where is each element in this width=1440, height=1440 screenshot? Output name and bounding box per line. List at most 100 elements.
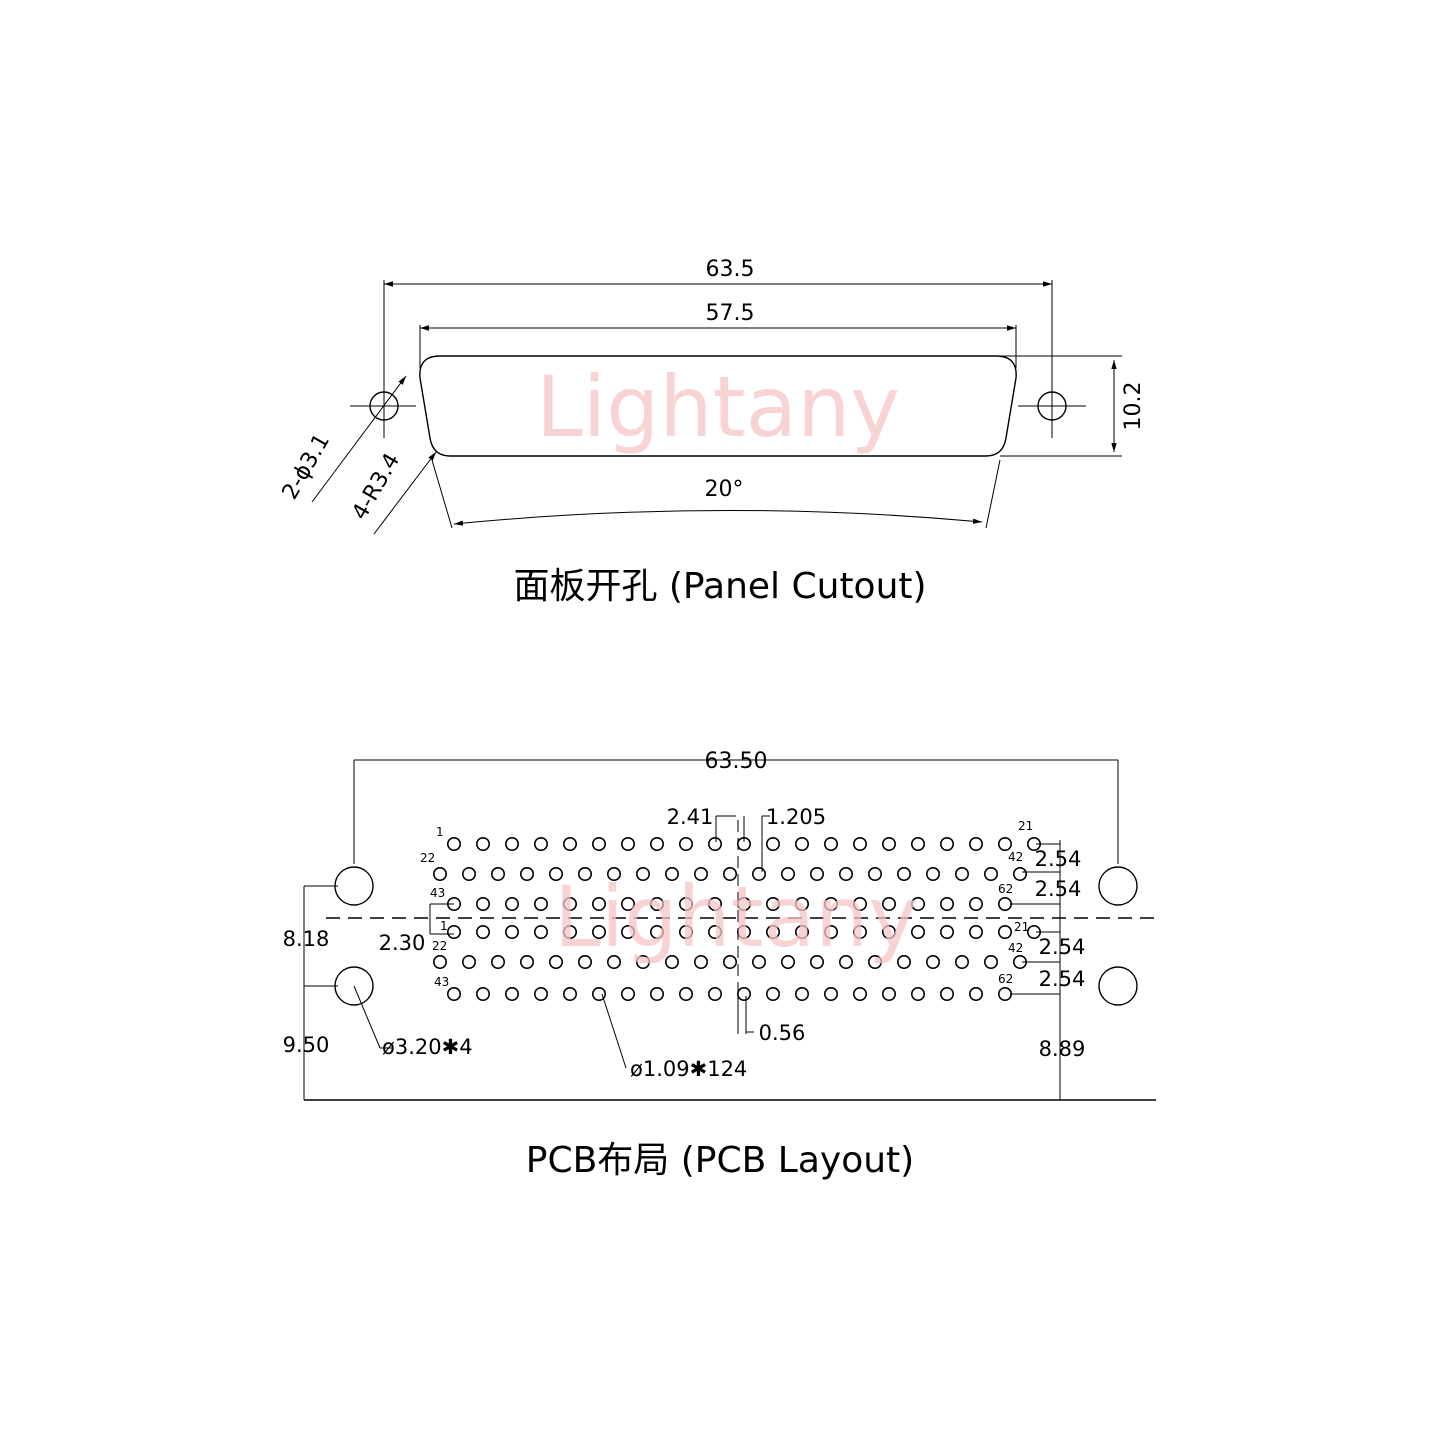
pin-hole	[678, 896, 693, 911]
pin-hole	[765, 836, 780, 851]
pin-hole	[533, 896, 548, 911]
pin-hole	[620, 986, 635, 1001]
pcb-dim-offset: 0.56	[759, 1021, 806, 1045]
pin-hole	[519, 954, 534, 969]
pin-hole	[562, 986, 577, 1001]
panel-dim-holes: 2-ϕ3.1	[278, 430, 335, 504]
pin-hole	[722, 866, 737, 881]
pin-hole	[591, 924, 606, 939]
pcb-dim-overall: 63.50	[705, 749, 768, 774]
pin-hole	[707, 924, 722, 939]
panel-dim-angle: 20°	[705, 477, 744, 502]
pin-hole	[765, 986, 780, 1001]
pcb-dim-row-pitch: 2.54	[1035, 877, 1082, 901]
pin-hole	[678, 836, 693, 851]
pin-hole	[823, 986, 838, 1001]
pin-hole	[983, 866, 998, 881]
pin-hole	[794, 924, 809, 939]
pin-hole	[910, 896, 925, 911]
pin-hole	[1012, 866, 1027, 881]
pin-hole	[852, 836, 867, 851]
pcb-dim-pin-holes: ø1.09✱124	[630, 1057, 747, 1081]
pin-hole	[707, 836, 722, 851]
pin-hole	[968, 836, 983, 851]
pin-hole	[678, 986, 693, 1001]
pin-hole	[765, 896, 780, 911]
pin-hole	[461, 866, 476, 881]
panel-cutout-view: 63.5 57.5 10.2 2-ϕ3.1 4-R3.4	[278, 257, 1146, 607]
pin-hole	[910, 836, 925, 851]
pin-hole	[707, 896, 722, 911]
pin-hole	[475, 896, 490, 911]
pin-label: 21	[1014, 920, 1029, 934]
pin-hole	[852, 986, 867, 1001]
pin-hole	[751, 866, 766, 881]
panel-dim-overall: 63.5	[706, 257, 755, 282]
panel-watermark: Lightany	[536, 358, 900, 456]
pin-hole	[751, 954, 766, 969]
pin-hole	[939, 896, 954, 911]
pin-hole	[649, 924, 664, 939]
pin-hole	[881, 924, 896, 939]
panel-dim-height: 10.2	[1121, 382, 1146, 431]
pin-hole	[635, 866, 650, 881]
pin-hole	[736, 896, 751, 911]
pin-hole	[809, 866, 824, 881]
pin-hole	[446, 924, 461, 939]
pin-hole	[997, 896, 1012, 911]
pin-hole	[562, 896, 577, 911]
pin-hole	[504, 924, 519, 939]
pin-hole	[896, 954, 911, 969]
pin-hole	[939, 836, 954, 851]
pin-hole	[780, 866, 795, 881]
pin-hole	[591, 986, 606, 1001]
pin-hole	[620, 896, 635, 911]
pcb-dim-row-pitch: 2.54	[1039, 935, 1086, 959]
pin-label: 1	[436, 825, 444, 839]
pin-hole	[577, 866, 592, 881]
pin-hole	[867, 954, 882, 969]
pin-hole	[707, 986, 722, 1001]
pcb-caption: PCB布局 (PCB Layout)	[526, 1140, 914, 1181]
pin-hole	[968, 986, 983, 1001]
pin-hole	[954, 866, 969, 881]
pin-hole	[794, 986, 809, 1001]
pin-hole	[997, 924, 1012, 939]
pcb-dim-pitch-b: 1.205	[766, 805, 826, 829]
pin-label: 62	[998, 882, 1013, 896]
pin-hole	[504, 836, 519, 851]
pin-hole	[925, 866, 940, 881]
pin-hole	[794, 896, 809, 911]
pin-hole	[562, 836, 577, 851]
pin-label: 22	[432, 939, 447, 953]
pin-hole	[591, 896, 606, 911]
pin-hole	[475, 924, 490, 939]
pin-hole	[620, 836, 635, 851]
pin-hole	[504, 986, 519, 1001]
pin-hole	[664, 954, 679, 969]
panel-right-hole	[1018, 372, 1086, 438]
pcb-mount-hole	[1098, 866, 1138, 906]
pin-hole	[881, 896, 896, 911]
pin-hole	[780, 954, 795, 969]
pin-label: 42	[1008, 941, 1023, 955]
pin-hole	[533, 924, 548, 939]
pcb-dim-row-offset: 2.30	[379, 931, 426, 955]
pin-hole	[577, 954, 592, 969]
pin-hole	[562, 924, 577, 939]
pin-label: 42	[1008, 850, 1023, 864]
pin-hole	[997, 836, 1012, 851]
panel-cutout-outline	[419, 355, 1017, 457]
pin-hole	[533, 836, 548, 851]
pin-hole	[475, 836, 490, 851]
pin-hole	[548, 866, 563, 881]
pin-hole	[620, 924, 635, 939]
pin-hole	[881, 986, 896, 1001]
pin-label: 43	[430, 886, 445, 900]
pin-hole	[809, 954, 824, 969]
pin-hole	[823, 896, 838, 911]
pin-hole	[823, 924, 838, 939]
pin-label: 1	[440, 919, 448, 933]
pcb-watermark: Lightany	[554, 868, 918, 966]
